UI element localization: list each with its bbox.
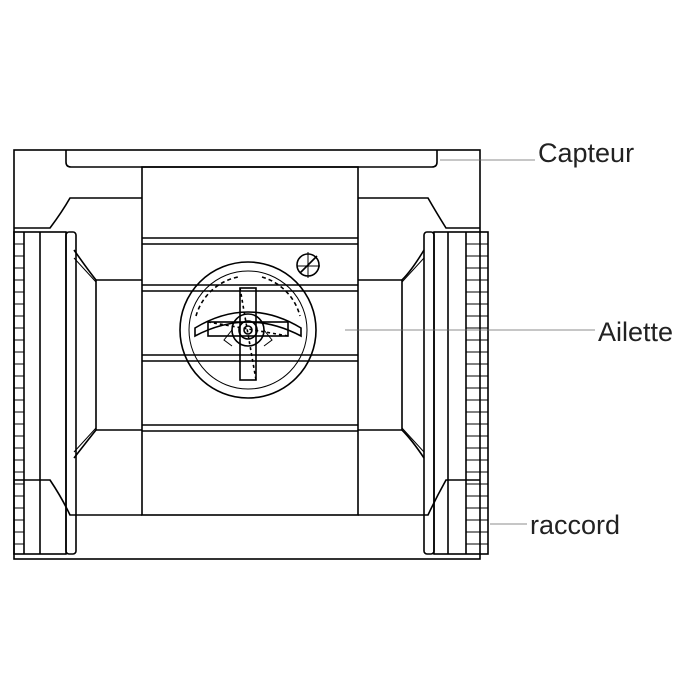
right-coupling — [358, 197, 489, 555]
central-body — [141, 166, 359, 516]
screw-icon — [296, 252, 320, 278]
paddle-wheel — [179, 261, 317, 399]
capteur-label: Capteur — [538, 138, 634, 168]
ailette-label: Ailette — [598, 317, 673, 347]
raccord-label: raccord — [530, 510, 620, 540]
left-coupling — [13, 197, 142, 555]
